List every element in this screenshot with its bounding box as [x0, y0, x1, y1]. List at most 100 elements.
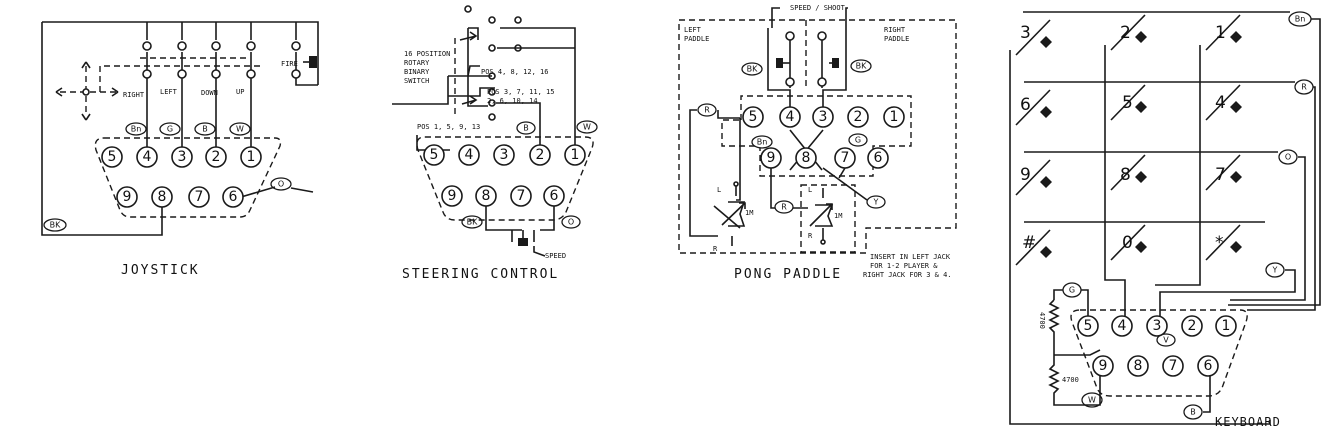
steering-pin-2: 2 [529, 144, 551, 166]
keyboard-pin-9: 9 [1092, 355, 1114, 377]
key-6: 6 [1020, 95, 1031, 115]
pong-wire-tag-r-top: R [697, 103, 717, 117]
svg-text:1: 1 [1222, 318, 1231, 334]
svg-text:3: 3 [1153, 318, 1162, 334]
svg-text:6: 6 [874, 150, 883, 166]
svg-text:B: B [523, 124, 529, 133]
pong-pin-6: 6 [867, 147, 889, 169]
pong-wire-tag-bk-right: BK [850, 59, 872, 73]
keyboard-pin-8: 8 [1127, 355, 1149, 377]
left-paddle-label-2: PADDLE [684, 35, 709, 43]
svg-text:9: 9 [123, 189, 132, 205]
keyboard-wire-tag-g: G [1062, 282, 1082, 298]
steering-pin-7: 7 [510, 185, 532, 207]
speed-shoot-label: SPEED / SHOOT [790, 4, 846, 12]
direction-label-right: RIGHT [123, 91, 145, 99]
pong-diagram: LEFT PADDLE RIGHT PADDLE SPEED / SHOOT B… [678, 4, 957, 282]
keyboard-wire-tag-r: R [1294, 79, 1314, 95]
pong-wire-tag-g: G [848, 133, 868, 147]
svg-text:4: 4 [786, 109, 795, 125]
key-0: 0 [1122, 233, 1133, 253]
joystick-direction-arrows [55, 61, 119, 121]
pong-pin-9: 9 [760, 147, 782, 169]
svg-text:O: O [278, 180, 284, 189]
svg-text:6: 6 [550, 188, 559, 204]
pong-pin-5: 5 [742, 106, 764, 128]
svg-text:W: W [1088, 396, 1096, 405]
pong-pin-2: 2 [847, 106, 869, 128]
keyboard-pin-5: 5 [1077, 315, 1099, 337]
svg-text:9: 9 [448, 188, 457, 204]
svg-text:4: 4 [465, 147, 474, 163]
key-9: 9 [1020, 165, 1031, 185]
joystick-pin-1: 1 [240, 146, 262, 168]
switch-note-line-3: BINARY [404, 68, 430, 76]
svg-text:3: 3 [178, 149, 187, 165]
key-7: 7 [1215, 165, 1226, 185]
fire-label: FIRE [281, 60, 298, 68]
keyboard-pin-2: 2 [1181, 315, 1203, 337]
svg-text:O: O [1285, 153, 1291, 162]
keyboard-wire-tag-w: W [1081, 392, 1103, 408]
key-1: 1 [1215, 23, 1226, 43]
steering-pin-6: 6 [543, 185, 565, 207]
right-pot-label-1m: 1M [834, 212, 842, 220]
svg-text:7: 7 [195, 189, 204, 205]
keyboard-pin-4: 4 [1111, 315, 1133, 337]
svg-text:1: 1 [571, 147, 580, 163]
svg-text:2: 2 [1188, 318, 1197, 334]
steering-wire-tag-b: B [516, 121, 536, 135]
svg-text:W: W [236, 125, 244, 134]
joystick-switches [99, 22, 318, 150]
resistor-label-lower: 4700 [1062, 376, 1079, 384]
svg-text:Bn: Bn [757, 138, 768, 147]
joystick-diagram: RIGHT LEFT DOWN UP FIRE Bn G B W O BK 5 … [41, 21, 319, 278]
joystick-caption: JOYSTICK [121, 263, 200, 278]
direction-label-up: UP [236, 88, 244, 96]
key-8: 8 [1120, 165, 1131, 185]
switch-note-line-4: SWITCH [404, 77, 429, 85]
steering-pin-1: 1 [564, 144, 586, 166]
keyboard-pin-1: 1 [1215, 315, 1237, 337]
svg-text:3: 3 [819, 109, 828, 125]
svg-text:Y: Y [1272, 266, 1278, 275]
pong-wire-tag-bn: Bn [751, 135, 773, 149]
keyboard-pin-6: 6 [1197, 355, 1219, 377]
steering-rotary-switch [392, 5, 576, 150]
svg-text:6: 6 [1204, 358, 1213, 374]
pong-pin-1: 1 [883, 106, 905, 128]
svg-text:9: 9 [767, 150, 776, 166]
steering-pin-4: 4 [458, 144, 480, 166]
keyboard-wire-tag-b: B [1183, 404, 1203, 420]
svg-text:Bn: Bn [131, 125, 142, 134]
joystick-pin-8: 8 [151, 186, 173, 208]
joystick-wire-tag-o: O [270, 177, 292, 191]
svg-text:R: R [781, 203, 787, 212]
key-5: 5 [1122, 93, 1133, 113]
steering-db9-connector [416, 136, 594, 257]
switch-note-line-1: 16 POSITION [404, 50, 450, 58]
keyboard-wire-tag-v: V [1156, 333, 1176, 347]
keyboard-db9-connector [1070, 309, 1248, 397]
keyboard-diagram: 3 2 1 6 5 4 9 8 7 # 0 * Bn R O Y G V W B… [1009, 11, 1321, 429]
keyboard-caption: KEYBOARD [1215, 415, 1281, 429]
svg-text:B: B [1190, 408, 1196, 417]
steering-pin-5: 5 [423, 144, 445, 166]
steering-wire-tag-w: W [576, 120, 598, 134]
svg-text:5: 5 [749, 109, 758, 125]
joystick-wire-tag-w: W [229, 122, 251, 136]
svg-text:9: 9 [1099, 358, 1108, 374]
svg-text:7: 7 [841, 150, 850, 166]
key-3: 3 [1020, 23, 1031, 43]
pong-wire-tag-y: Y [866, 195, 886, 209]
right-pot-label-r: R [808, 232, 813, 240]
left-pot-label-l: L [717, 186, 721, 194]
svg-text:2: 2 [536, 147, 545, 163]
svg-text:V: V [1163, 336, 1169, 345]
svg-text:5: 5 [430, 147, 439, 163]
pong-left-fire-switch [767, 28, 795, 118]
right-paddle-label-2: PADDLE [884, 35, 909, 43]
joystick-wire-tag-bk: BK [43, 218, 67, 232]
left-pot-label-1m: 1M [745, 209, 753, 217]
svg-text:7: 7 [517, 188, 526, 204]
